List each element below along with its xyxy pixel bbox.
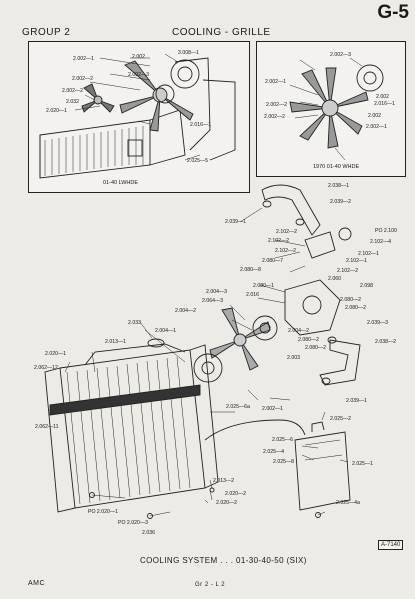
part-label: 2.080—2 bbox=[298, 337, 320, 343]
part-label: 2.002—2 bbox=[72, 76, 94, 82]
part-label: 2.020—1 bbox=[45, 351, 67, 357]
part-label: 2.064—3 bbox=[202, 298, 224, 304]
reference-code: A-7140 bbox=[378, 540, 404, 550]
part-label: 2.060 bbox=[328, 276, 341, 282]
footer-page: Gr 2 - L 2 bbox=[195, 582, 226, 588]
part-label: 2.025—8 bbox=[273, 459, 295, 465]
part-label: 2.025—2 bbox=[330, 416, 352, 422]
part-label: PO 2.020—1 bbox=[88, 509, 118, 515]
part-label: 2.025—1 bbox=[352, 461, 374, 467]
page-title: COOLING - GRILLE bbox=[172, 27, 271, 38]
part-label: 2.080—2 bbox=[305, 345, 327, 351]
part-label: 2.102—1 bbox=[346, 258, 368, 264]
part-label: 2.039—1 bbox=[225, 219, 247, 225]
part-label: PO 2.020—3 bbox=[118, 520, 148, 526]
part-label: 2.016 bbox=[246, 292, 259, 298]
inset-right-art bbox=[289, 57, 384, 161]
part-label: 2.002—3 bbox=[128, 72, 150, 78]
part-label: 2.080—2 bbox=[345, 305, 367, 311]
part-label: 2.002 bbox=[368, 113, 381, 119]
part-label: 2.080—7 bbox=[262, 258, 284, 264]
part-label: 2.002—2 bbox=[62, 88, 84, 94]
part-label: 2.062—11 bbox=[35, 424, 59, 430]
part-label: 2.102—2 bbox=[276, 229, 298, 235]
part-label: 2.032 bbox=[66, 99, 79, 105]
inset-right-model: 1970 01-40 WHDE bbox=[313, 164, 360, 170]
part-label: 2.039—3 bbox=[367, 320, 389, 326]
part-label: 2.016—1 bbox=[190, 122, 212, 128]
part-label: 2.025—4 bbox=[263, 449, 285, 455]
page-code: G-5 bbox=[377, 2, 409, 23]
part-label: 2.020—1 bbox=[46, 108, 68, 114]
part-label: 2.025—6a bbox=[226, 404, 250, 410]
part-label: 2.036 bbox=[142, 530, 155, 536]
figure-caption: COOLING SYSTEM . . . 01-30-40-50 (SIX) bbox=[140, 556, 307, 565]
part-label: PO 2.100 bbox=[375, 228, 397, 234]
part-label: 3.008—1 bbox=[178, 50, 200, 56]
footer-brand: AMC bbox=[28, 580, 46, 587]
part-label: 2.002 bbox=[376, 94, 389, 100]
part-label: 2.002—2 bbox=[266, 102, 288, 108]
part-label: 2.013—1 bbox=[105, 339, 127, 345]
part-label: 2.020—2 bbox=[216, 500, 238, 506]
part-label: 2.002—1 bbox=[262, 406, 284, 412]
part-label: 2.038—1 bbox=[328, 183, 350, 189]
part-label: 2.080—2 bbox=[340, 297, 362, 303]
inset-left-model: 01-40 LWHDE bbox=[103, 180, 139, 186]
inset-left-art bbox=[39, 53, 236, 179]
part-label: 2.080—8 bbox=[240, 267, 262, 273]
part-label: 2.004—2 bbox=[288, 328, 310, 334]
part-label: 2.004—1 bbox=[155, 328, 177, 334]
part-label: 2.025—4a bbox=[336, 500, 360, 506]
part-label: 2.025—5 bbox=[187, 158, 209, 164]
part-label: 2.102—4 bbox=[370, 239, 392, 245]
part-label: 2.102—1 bbox=[358, 251, 380, 257]
part-label: 2.004—3 bbox=[206, 289, 228, 295]
group-label: GROUP 2 bbox=[22, 27, 71, 38]
part-label: 2.102—2 bbox=[275, 248, 297, 254]
part-label: 2.020—2 bbox=[225, 491, 247, 497]
part-label: 2.002—2 bbox=[264, 114, 286, 120]
part-label: 2.098 bbox=[360, 283, 373, 289]
part-label: 2.062—12 bbox=[34, 365, 58, 371]
part-label: 2.004—2 bbox=[175, 308, 197, 314]
main-art bbox=[44, 184, 361, 519]
part-label: 2.039—1 bbox=[346, 398, 368, 404]
part-label: 2.039—2 bbox=[330, 199, 352, 205]
part-label: 2.013—2 bbox=[213, 478, 235, 484]
part-label: 2.002—1 bbox=[366, 124, 388, 130]
part-label: 2.025—6 bbox=[272, 437, 294, 443]
part-label: 2.102—2 bbox=[337, 268, 359, 274]
part-label: 2.080—1 bbox=[253, 283, 275, 289]
part-label: 2.002—1 bbox=[265, 79, 287, 85]
part-label: 2.038—2 bbox=[375, 339, 397, 345]
part-label: 2.102—2 bbox=[268, 238, 290, 244]
part-label: 2.002—3 bbox=[330, 52, 352, 58]
part-label: 2.003 bbox=[287, 355, 300, 361]
part-label: 2.002—1 bbox=[73, 56, 95, 62]
part-label: 2.033 bbox=[128, 320, 141, 326]
part-label: 2.016—1 bbox=[374, 101, 396, 107]
part-label: 2.002 bbox=[132, 54, 145, 60]
